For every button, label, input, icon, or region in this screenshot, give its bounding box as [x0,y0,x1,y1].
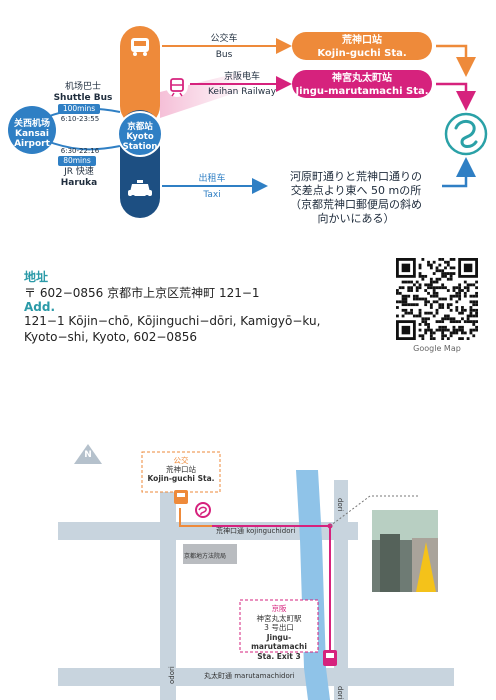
destination-pin-icon [195,502,211,518]
kyoto-en1: Kyoto [126,132,154,142]
court-building [183,544,237,564]
airport-circle [8,106,56,154]
shuttle-en: Shuttle Bus [53,93,113,103]
haruka-duration: 80mins [58,156,96,166]
jingu-station-en: Jingu-marutamachi Sta. [295,86,429,97]
taxi-note-line: 向かいにある） [317,212,395,225]
route-diagram [8,26,488,218]
kojin-to-dest-arrow [436,44,476,77]
jingu-station-jp: 神宮丸太町站 [332,73,392,84]
qr-caption: Google Map [413,344,461,353]
map-keihan-line: Sta. Exit 3 [257,651,301,661]
taxi-cn: 出租车 [198,174,226,184]
map-keihan-line: Jingu-marutamachi [251,632,307,652]
keihan-cn: 京阪电车 [223,72,260,82]
kojin-station-pill: 荒神口站 Kojin-guchi Sta. [292,32,432,60]
keihan-label: 京阪电车 [196,72,288,83]
side-right-label: dori [336,686,344,700]
kyoto-label: 京都站 Kyoto Station [118,122,162,152]
shuttle-duration: 100mins [58,104,100,114]
map-keihan-line: 3 号出口 [264,623,294,632]
kyoto-en2: Station [122,142,158,152]
map-bus-line: 荒神口站 [166,465,196,474]
keihan-wedge [160,70,250,118]
kyoto-circle [117,111,163,157]
walk-route-orange [179,508,212,527]
tram-icon [166,75,188,97]
street-top-label: 荒神口通 kojinguchidori [216,527,296,535]
map-bus-line: 公交 [173,456,189,465]
address-en-label: Add. [24,300,56,314]
bus-en-label: Bus [215,50,233,60]
taxi-note-line: 河原町通りと荒神口通りの [290,170,422,183]
photo-leader [329,495,420,527]
kojin-station-jp: 荒神口站 [342,35,382,46]
taxi-label: 出租车 [180,174,244,185]
road-left-vertical [160,492,176,700]
side-middle-label: dori [336,498,344,512]
address-cn-label: 地址 [24,270,49,284]
kyoto-column-orange [120,26,160,126]
road-marutamachi [58,668,454,686]
map-keihan-line: 京阪 [271,604,287,613]
airport-label: 关西机场 Kansai Airport [10,119,54,149]
taxi-to-dest-arrow [442,157,476,188]
haruka-en: Haruka [60,178,98,188]
keihan-en-label: Keihan Railway [207,87,277,97]
taxi-note-line: 交差点より東へ 50 mの所 [290,184,422,197]
north-label: N [84,450,92,460]
address-en-line2: Kyoto−shi, Kyoto, 602−0856 [24,330,197,344]
jingu-to-dest-arrow [436,82,476,111]
airport-en1: Kansai [15,129,49,139]
north-arrow-icon [74,444,102,464]
court-label: 京都地方法院局 [184,553,227,560]
map-keihan-label: 京阪 神宮丸太町駅 3 号出口 Jingu-marutamachi Sta. E… [240,604,318,661]
haruka-cn: JR 快速 [64,167,94,177]
keihan-box [239,599,319,653]
map-bus-label: 公交 荒神口站 Kojin-guchi Sta. [142,456,220,483]
shuttle-hours: 6:10-23:55 [60,115,100,123]
address-cn-value: 〒 602−0856 京都市上京区荒神町 121−1 [24,286,260,300]
side-left-label: odori [168,666,176,684]
haruka-hours: 6:30-22:16 [60,147,100,155]
address-en-line1: 121−1 Kōjin−chō, Kōjinguchi−dōri, Kamigy… [24,314,321,328]
road-right-vertical [334,480,348,700]
map-bus-line: Kojin-guchi Sta. [147,474,215,483]
area-map [58,444,454,700]
map-keihan-line: 神宮丸太町駅 [256,613,302,623]
street-bottom-label: 丸太町通 marutamachidori [204,672,295,680]
taxi-note: 河原町通りと荒神口通りの 交差点より東へ 50 mの所 （京都荒神口郵便局の斜め… [268,170,444,226]
shuttle-label: 机场巴士 Shuttle Bus [52,82,114,104]
qr-code-icon[interactable] [396,258,478,340]
taxi-en-label: Taxi [203,190,221,200]
bus-cn: 公交车 [210,34,238,44]
jingu-station-pill: 神宮丸太町站 Jingu-marutamachi Sta. [292,70,432,98]
shuttle-cn: 机场巴士 [64,82,101,92]
bus-icon [131,38,149,56]
airport-cn: 关西机场 [13,119,50,129]
bus-label: 公交车 [196,34,252,45]
taxi-note-line: （京都荒神口郵便局の斜め [290,198,422,211]
bus-box [141,451,221,493]
haruka-label: JR 快速 Haruka [52,167,106,189]
kyoto-cn: 京都站 [127,122,153,132]
kojin-station-en: Kojin-guchi Sta. [317,48,407,59]
taxi-icon [128,180,152,199]
airport-en2: Airport [14,139,50,149]
